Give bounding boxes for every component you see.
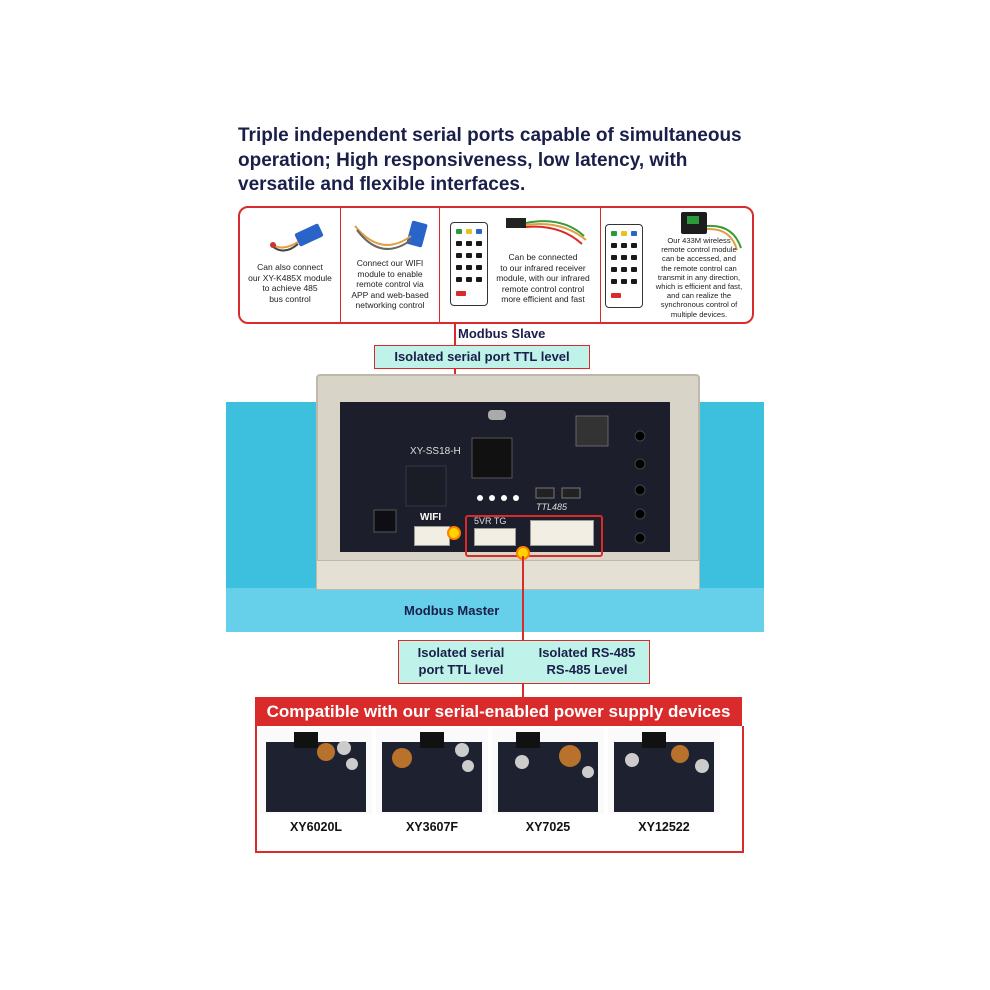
ports-highlight <box>465 515 603 557</box>
compat-title: Compatible with our serial-enabled power… <box>255 697 742 726</box>
wifi-port-label: WIFI <box>420 512 442 523</box>
enclosure-base <box>316 560 700 590</box>
table-edge <box>226 588 764 632</box>
headline-line: operation; High responsiveness, low late… <box>238 149 688 171</box>
product-label: XY7025 <box>525 820 571 834</box>
master-connector-line <box>522 556 524 697</box>
product-label: XY12522 <box>638 820 690 834</box>
pcb-board: XY-SS18-H WIFI 5VR TG TTL485 <box>340 402 670 552</box>
port-pins-label: 5VR TG <box>474 516 507 526</box>
slave-port-badge: Isolated serial port TTL level <box>374 345 590 369</box>
ir-receiver-icon <box>506 218 587 245</box>
product-image <box>376 728 488 814</box>
product-image <box>608 728 720 814</box>
power-module-icon <box>382 732 482 812</box>
power-module-icon <box>614 732 714 812</box>
rs485-connector <box>530 520 594 546</box>
ir-remote-icon <box>450 222 488 306</box>
product-image <box>260 728 372 814</box>
rf-module-icon <box>681 212 742 251</box>
product-label: XY3607F <box>405 820 459 834</box>
rs485-module-icon <box>270 223 324 252</box>
ttl-connector <box>474 528 516 546</box>
modbus-slave-label: Modbus Slave <box>458 326 546 341</box>
ttl-label: TTL485 <box>536 502 568 512</box>
headline-line: versatile and flexible interfaces. <box>238 174 526 195</box>
product-label: XY6020L <box>289 820 343 834</box>
power-module-icon <box>266 732 366 812</box>
divider <box>340 208 341 322</box>
board-model: XY-SS18-H <box>410 446 461 457</box>
modbus-master-label: Modbus Master <box>404 603 500 618</box>
headline: Triple independent serial ports capable … <box>238 124 758 198</box>
slave-port-marker <box>447 526 461 540</box>
product-image <box>492 728 604 814</box>
power-module-icon <box>498 732 598 812</box>
rf-remote-icon <box>605 224 643 308</box>
wifi-connector <box>414 526 450 546</box>
compat-devices-box <box>255 726 744 853</box>
divider <box>439 208 440 322</box>
headline-line: Triple independent serial ports capable … <box>238 125 742 146</box>
wifi-module-icon <box>354 220 428 250</box>
divider <box>600 208 601 322</box>
